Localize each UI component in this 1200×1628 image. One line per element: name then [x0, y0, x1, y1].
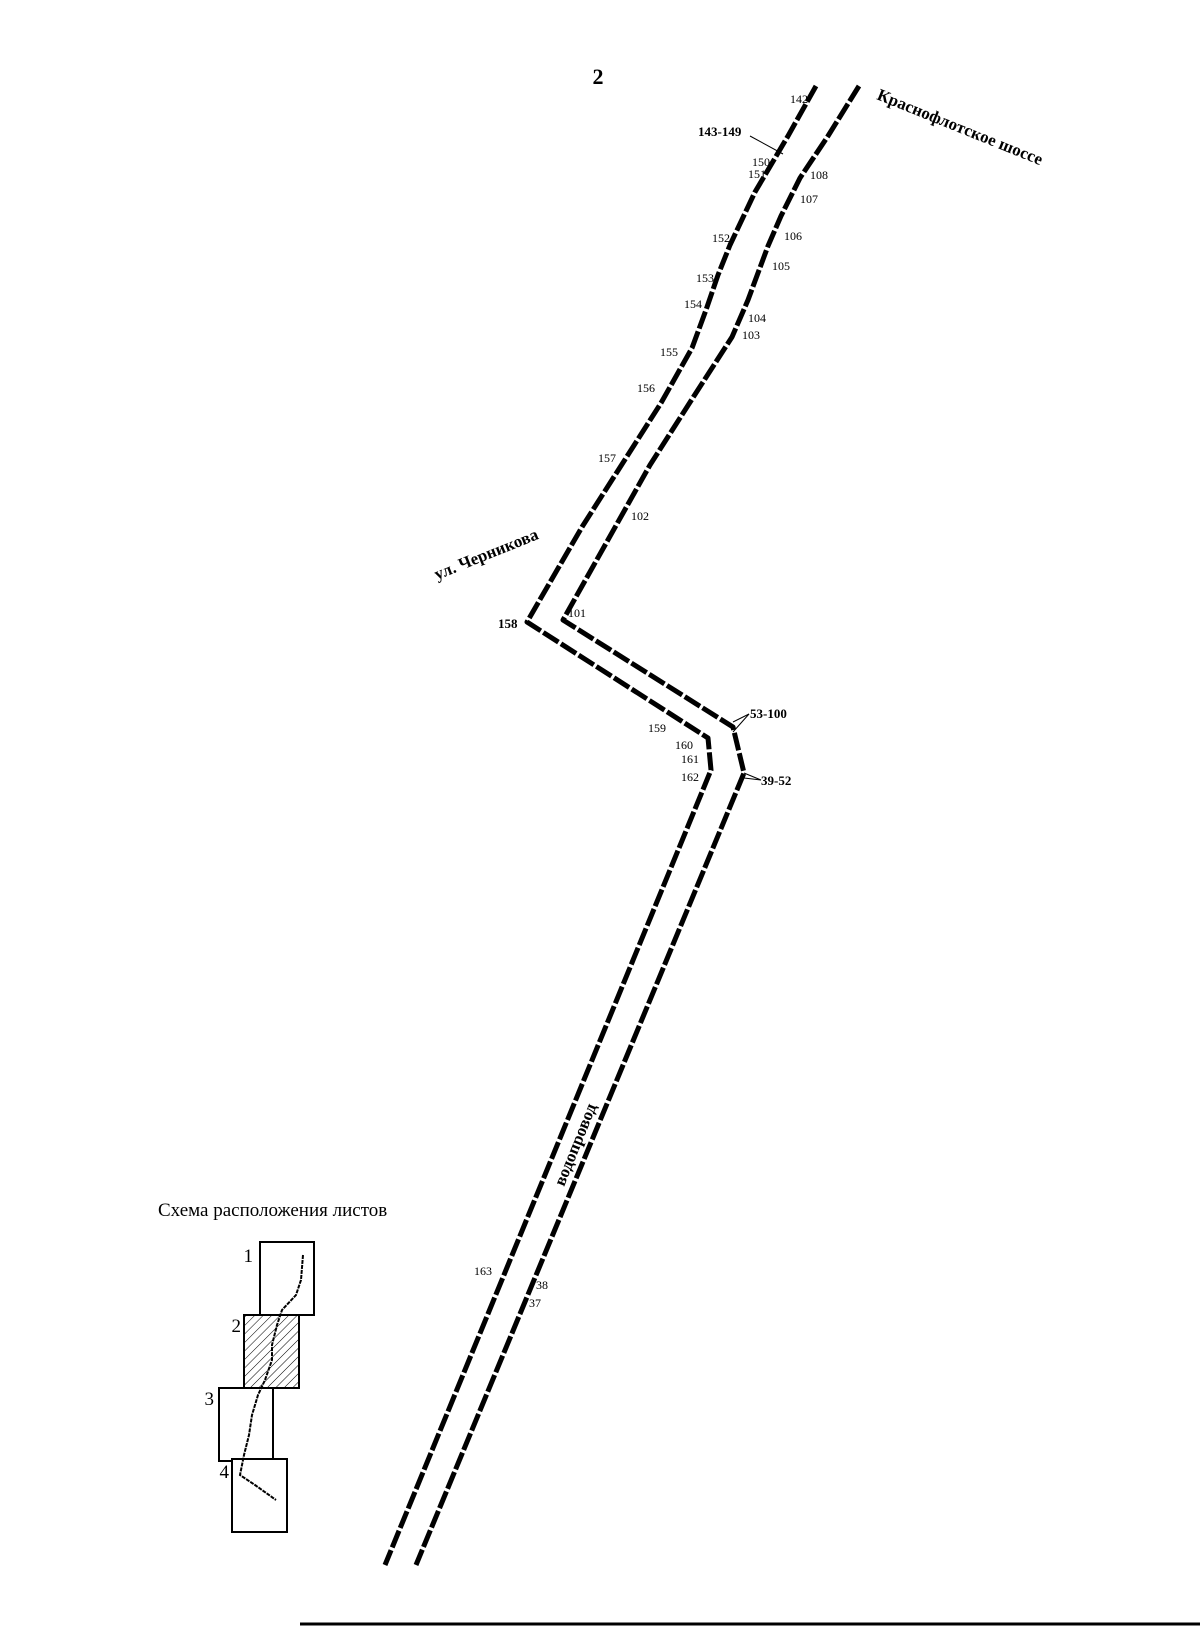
leader-53-100-b [732, 713, 750, 733]
point-39-52: 39-52 [761, 773, 791, 788]
point-158: 158 [498, 616, 518, 631]
point-150: 150 [752, 155, 770, 169]
point-152: 152 [712, 231, 730, 245]
scheme-label-2: 2 [232, 1316, 242, 1337]
street-krasnoflotskoe: Краснофлотское шоссе [875, 85, 1047, 169]
point-151: 151 [748, 167, 766, 181]
scheme-label-1: 1 [244, 1246, 254, 1267]
scheme-label-4: 4 [220, 1462, 230, 1483]
point-162: 162 [681, 770, 699, 784]
point-153: 153 [696, 271, 714, 285]
point-154: 154 [684, 297, 702, 311]
scheme-sheet-2 [243, 1314, 300, 1389]
point-157: 157 [598, 451, 616, 465]
point-106: 106 [784, 229, 802, 243]
right-boundary-line [413, 84, 862, 1566]
point-155: 155 [660, 345, 678, 359]
leader-39-52-a [743, 772, 762, 781]
point-143-149: 143-149 [698, 124, 742, 139]
point-37: 37 [529, 1296, 541, 1310]
point-142: 142 [790, 92, 808, 106]
scheme-label-3: 3 [205, 1389, 215, 1410]
point-105: 105 [772, 259, 790, 273]
point-104: 104 [748, 311, 766, 325]
street-chernikova: ул. Черникова [431, 525, 541, 584]
point-108: 108 [810, 168, 828, 182]
sheet-number: 2 [593, 64, 604, 89]
point-53-100: 53-100 [750, 706, 787, 721]
sheet-layout-scheme: Схема расположения листов 1 2 3 4 [158, 1200, 387, 1533]
point-161: 161 [681, 752, 699, 766]
scheme-title: Схема расположения листов [158, 1200, 387, 1221]
point-160: 160 [675, 738, 693, 752]
point-102: 102 [631, 509, 649, 523]
point-101: 101 [568, 606, 586, 620]
leader-53-100-a [732, 713, 750, 723]
point-159: 159 [648, 721, 666, 735]
point-103: 103 [742, 328, 760, 342]
point-107: 107 [800, 192, 818, 206]
leader-143-149 [749, 135, 784, 155]
scheme-route-line [238, 1254, 304, 1501]
point-163: 163 [474, 1264, 492, 1278]
point-156: 156 [637, 381, 655, 395]
scheme-sheet-1 [259, 1241, 315, 1316]
point-38: 38 [536, 1278, 548, 1292]
left-boundary-line [382, 84, 819, 1566]
leader-39-52-b [743, 777, 762, 781]
